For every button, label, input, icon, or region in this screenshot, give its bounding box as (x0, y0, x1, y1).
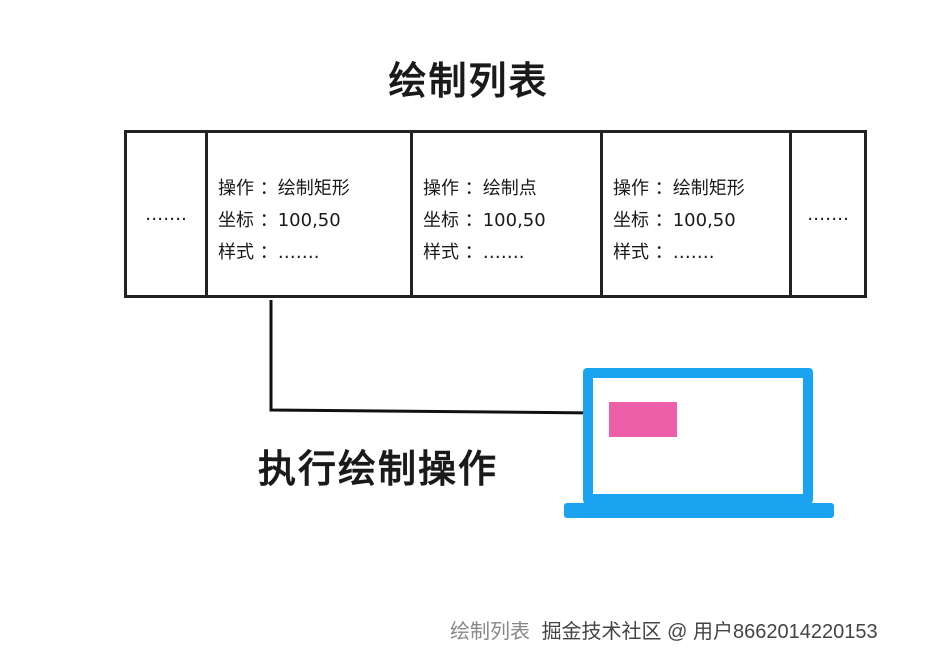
entry-style: 样式 ：……. (613, 242, 715, 263)
watermark-credit: 掘金技术社区 @ 用户8662014220153 (541, 621, 878, 643)
draw-list-table: ……. 操作 ：绘制矩形 坐标 ：100,50 样式 ：……. 操作 ：绘制点 … (124, 130, 867, 298)
drawn-rectangle (609, 402, 677, 437)
arrow-line (269, 300, 599, 415)
entry-operation: 操作 ：绘制矩形 (218, 178, 350, 199)
entry-operation: 操作 ：绘制点 (423, 178, 537, 199)
diagram-title: 绘制列表 (388, 59, 549, 103)
watermark-title: 绘制列表 (450, 621, 530, 643)
entry-style: 样式 ：……. (218, 242, 320, 263)
list-cell-entry-2: 操作 ：绘制点 坐标 ：100,50 样式 ：……. (413, 133, 603, 295)
ellipsis-text: ……. (807, 203, 849, 225)
list-cell-entry-1: 操作 ：绘制矩形 坐标 ：100,50 样式 ：……. (208, 133, 413, 295)
entry-operation: 操作 ：绘制矩形 (613, 178, 745, 199)
list-cell-ellipsis-end: ……. (792, 133, 864, 295)
ellipsis-text: ……. (145, 203, 187, 225)
entry-coordinate: 坐标 ：100,50 (613, 210, 736, 231)
laptop-base (564, 503, 834, 518)
entry-style: 样式 ：……. (423, 242, 525, 263)
entry-coordinate: 坐标 ：100,50 (218, 210, 341, 231)
entry-coordinate: 坐标 ：100,50 (423, 210, 546, 231)
list-cell-entry-3: 操作 ：绘制矩形 坐标 ：100,50 样式 ：……. (603, 133, 792, 295)
list-cell-ellipsis-start: ……. (127, 133, 208, 295)
watermark: 绘制列表 掘金技术社区 @ 用户8662014220153 (450, 615, 878, 644)
execute-draw-label: 执行绘制操作 (258, 447, 499, 491)
